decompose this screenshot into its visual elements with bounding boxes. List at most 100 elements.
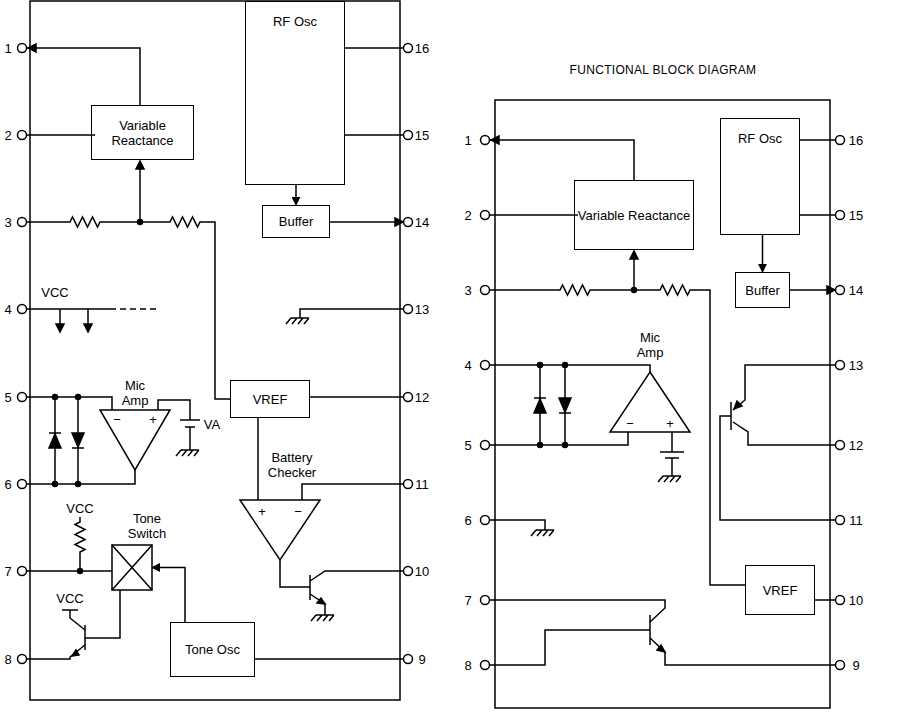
wire <box>27 308 110 310</box>
diode-symbol <box>559 398 571 412</box>
wire <box>650 638 835 665</box>
wire <box>62 610 85 630</box>
amplifier-triangle: Mic Amp <box>100 410 170 470</box>
wire <box>490 630 650 665</box>
transistor-symbol <box>734 401 742 409</box>
wire <box>158 400 190 450</box>
input-sign: + <box>258 504 266 519</box>
arrowhead <box>84 324 92 332</box>
wire <box>671 432 673 476</box>
diagram-title: FUNCTIONAL BLOCK DIAGRAM <box>570 63 757 77</box>
wire <box>490 600 665 622</box>
wire <box>330 221 400 223</box>
wire <box>255 658 403 660</box>
block-label: Variable Reactance <box>578 208 691 223</box>
block-label: Buffer <box>279 214 313 229</box>
signal-connector <box>295 185 297 205</box>
pin-number: 2 <box>4 128 11 143</box>
battery-symbol <box>185 426 195 428</box>
diode-symbol <box>49 434 61 448</box>
signal-connector <box>152 568 185 623</box>
junction-dot <box>563 443 568 448</box>
pin-number: 16 <box>849 133 863 148</box>
wire <box>490 432 628 445</box>
process-box: Buffer <box>735 272 790 308</box>
block-label: RF Osc <box>273 14 317 29</box>
ic-outline <box>30 1 830 708</box>
battery-symbol <box>180 419 200 421</box>
comparator-triangle: Battery Checker <box>240 500 320 560</box>
input-sign: + <box>666 416 674 431</box>
arrowhead <box>630 251 638 259</box>
pin-number: 4 <box>464 358 471 373</box>
pin-terminal <box>18 655 27 664</box>
block-label: VREF <box>253 392 288 407</box>
diode-symbol <box>534 397 546 399</box>
pin-number: 8 <box>4 652 11 667</box>
wire <box>310 571 403 615</box>
pin-terminal <box>481 361 490 370</box>
switch-cross <box>112 545 152 590</box>
wire <box>27 397 112 410</box>
pin-terminal <box>18 131 27 140</box>
pin-number: 6 <box>4 477 11 492</box>
supply-label: VCC <box>41 285 68 300</box>
block-label: RF Osc <box>738 131 782 146</box>
block-label: Variable Reactance <box>92 118 193 148</box>
process-box: Tone Osc <box>170 622 255 677</box>
wire <box>490 285 745 585</box>
pin-number: 5 <box>464 438 471 453</box>
process-box: Buffer <box>262 205 330 238</box>
wire <box>302 484 403 500</box>
wire <box>27 217 230 399</box>
pin-number: 11 <box>849 513 863 528</box>
diode-symbol <box>534 399 546 413</box>
junction-dot <box>53 220 637 574</box>
pin-terminal <box>18 44 27 53</box>
wire <box>27 134 95 136</box>
input-sign: − <box>626 416 634 431</box>
amplifier-triangle-outline <box>610 372 690 432</box>
battery-symbol <box>665 457 679 459</box>
pin-terminal <box>481 136 490 145</box>
signal-connector <box>257 418 259 500</box>
pin-terminal <box>836 211 845 220</box>
arrowhead <box>56 324 64 332</box>
wire <box>27 645 85 659</box>
pin-terminal <box>836 361 845 370</box>
pin-number: 7 <box>464 593 471 608</box>
junction-dot <box>138 220 143 225</box>
arrowhead <box>28 44 835 332</box>
pin-terminal <box>836 596 845 605</box>
block-heading: Mic Amp <box>627 330 673 360</box>
pin-number: 14 <box>415 215 429 230</box>
pin-number: 6 <box>464 513 471 528</box>
process-box: Variable Reactance <box>91 105 194 160</box>
ground-symbol <box>658 476 681 482</box>
wire <box>310 396 403 398</box>
pin-number: 3 <box>464 283 471 298</box>
transistor-symbol <box>730 402 732 430</box>
wire <box>490 520 545 530</box>
pin-number: 10 <box>849 593 863 608</box>
transistor-symbol <box>72 401 742 656</box>
transistor-symbol <box>317 598 325 604</box>
pin-terminal <box>18 218 27 227</box>
wire <box>790 289 832 291</box>
pin-terminal <box>481 286 490 295</box>
supply-label: VCC <box>56 591 83 606</box>
comparator-triangle-outline <box>240 500 320 560</box>
pin-number: 15 <box>415 128 429 143</box>
transistor-symbol <box>309 575 311 600</box>
pin-terminal <box>18 480 27 489</box>
pin-terminal <box>404 44 413 53</box>
junction-dot <box>76 395 81 400</box>
wire <box>733 422 835 445</box>
pin-number: 9 <box>418 652 425 667</box>
wire <box>490 140 634 180</box>
pin-terminal <box>404 305 413 314</box>
pin-terminal <box>481 516 490 525</box>
block-heading: Tone Switch <box>118 511 176 541</box>
